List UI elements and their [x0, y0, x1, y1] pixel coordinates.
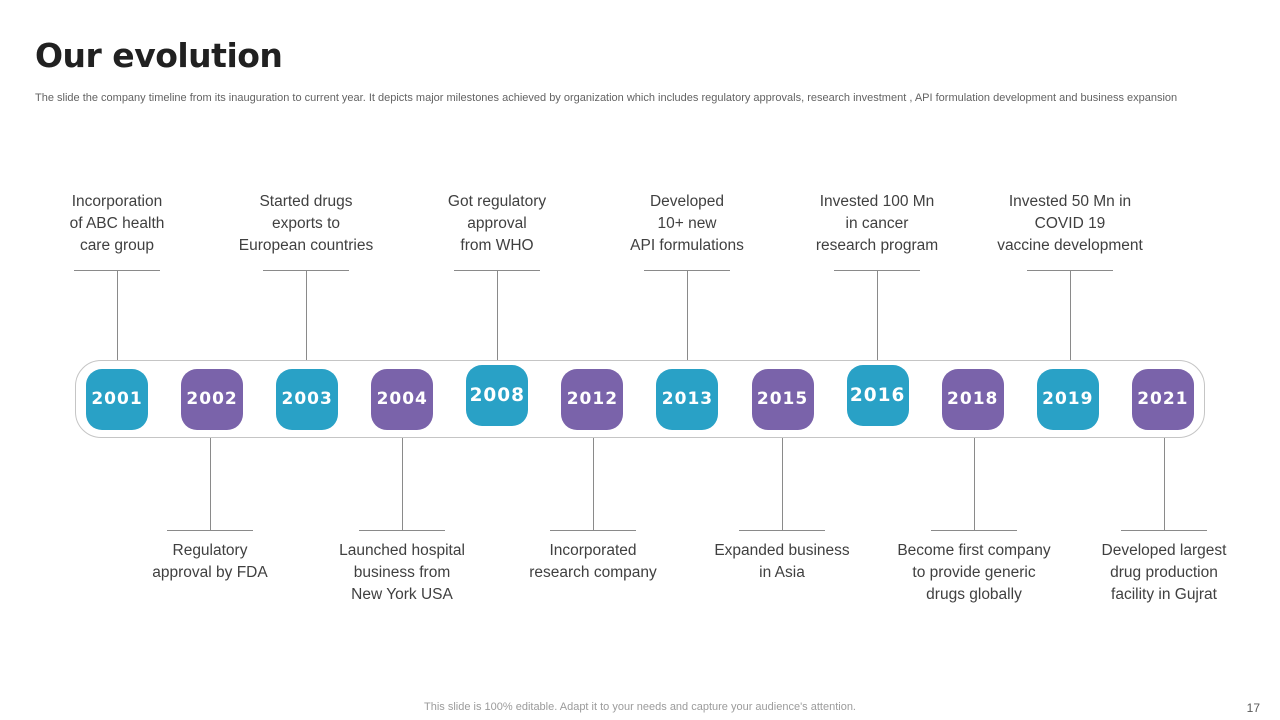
connector-line — [834, 270, 920, 271]
connector-line — [496, 271, 498, 360]
milestone-bottom-2002: Regulatory approval by FDA — [100, 438, 320, 584]
year-box-2008: 2008 — [466, 364, 529, 426]
milestone-label: Got regulatory approval from WHO — [447, 193, 547, 254]
year-box-2019: 2019 — [1036, 368, 1099, 430]
milestone-label: Launched hospital business from New York… — [339, 542, 465, 603]
year-box-2003: 2003 — [276, 368, 339, 430]
connector-line — [1121, 530, 1207, 531]
milestone-label: Invested 100 Mn in cancer research progr… — [815, 193, 939, 254]
page-title: Our evolution — [35, 36, 283, 75]
milestone-bottom-2018: Become first company to provide generic … — [864, 438, 1084, 606]
year-label: 2016 — [849, 384, 906, 406]
connector-line — [1027, 270, 1113, 271]
year-label: 2004 — [376, 389, 428, 409]
year-box-2015: 2015 — [751, 368, 814, 430]
connector-line — [305, 271, 307, 360]
milestone-bottom-2015: Expanded business in Asia — [672, 438, 892, 584]
milestone-label: Started drugs exports to European countr… — [238, 193, 374, 254]
connector-line — [167, 530, 253, 531]
milestone-label: Expanded business in Asia — [714, 542, 850, 581]
connector-line — [454, 270, 540, 271]
year-box-2001: 2001 — [86, 368, 148, 430]
year-box-2016: 2016 — [846, 364, 909, 426]
year-label: 2021 — [1137, 389, 1189, 409]
connector-line — [74, 270, 160, 271]
year-box-2004: 2004 — [371, 368, 434, 430]
milestone-label: Incorporation of ABC health care group — [69, 193, 165, 254]
year-label: 2012 — [566, 389, 619, 409]
connector-line — [931, 530, 1017, 531]
footer-note: This slide is 100% editable. Adapt it to… — [424, 701, 856, 713]
milestone-bottom-2004: Launched hospital business from New York… — [292, 438, 512, 606]
connector-line — [550, 530, 636, 531]
milestone-label: Regulatory approval by FDA — [152, 542, 268, 581]
page-number: 17 — [1246, 701, 1260, 715]
milestone-bottom-2021: Developed largest drug production facili… — [1054, 438, 1274, 606]
year-box-2021: 2021 — [1131, 368, 1194, 430]
milestone-top-2019: Invested 50 Mn in COVID 19 vaccine devel… — [960, 190, 1180, 360]
year-label: 2008 — [469, 384, 526, 406]
year-box-2013: 2013 — [656, 368, 719, 430]
milestone-top-2013: Developed 10+ new API formulations — [577, 190, 797, 360]
connector-line — [1069, 271, 1071, 360]
connector-line — [781, 438, 783, 530]
connector-line — [116, 271, 118, 360]
year-label: 2013 — [661, 389, 714, 409]
slide-description: The slide the company timeline from its … — [35, 92, 1178, 104]
connector-line — [209, 438, 211, 530]
milestone-label: Become first company to provide generic … — [897, 542, 1051, 603]
milestone-bottom-2012: Incorporated research company — [483, 438, 703, 584]
connector-line — [359, 530, 445, 531]
year-label: 2001 — [91, 389, 143, 409]
timeline-bar: 2001 2002 2003 2004 2008 2012 2013 2015 … — [75, 360, 1205, 438]
year-box-2018: 2018 — [941, 368, 1004, 430]
connector-line — [973, 438, 975, 530]
year-label: 2002 — [186, 389, 238, 409]
connector-line — [401, 438, 403, 530]
milestone-top-2003: Started drugs exports to European countr… — [196, 190, 416, 360]
year-label: 2018 — [947, 389, 999, 409]
milestone-top-2001: Incorporation of ABC health care group — [7, 190, 227, 360]
year-box-2002: 2002 — [181, 368, 244, 430]
year-label: 2019 — [1042, 389, 1094, 409]
connector-line — [739, 530, 825, 531]
milestone-label: Developed largest drug production facili… — [1101, 542, 1227, 603]
milestone-label: Invested 50 Mn in COVID 19 vaccine devel… — [997, 193, 1143, 254]
milestone-label: Developed 10+ new API formulations — [630, 193, 744, 254]
year-box-2012: 2012 — [561, 368, 624, 430]
milestone-top-2008: Got regulatory approval from WHO — [387, 190, 607, 360]
connector-line — [686, 271, 688, 360]
milestone-top-2016: Invested 100 Mn in cancer research progr… — [767, 190, 987, 360]
milestone-label: Incorporated research company — [529, 542, 657, 581]
connector-line — [1163, 438, 1165, 530]
connector-line — [592, 438, 594, 530]
year-label: 2015 — [756, 389, 809, 409]
connector-line — [876, 271, 878, 360]
year-label: 2003 — [281, 389, 333, 409]
connector-line — [644, 270, 730, 271]
connector-line — [263, 270, 349, 271]
